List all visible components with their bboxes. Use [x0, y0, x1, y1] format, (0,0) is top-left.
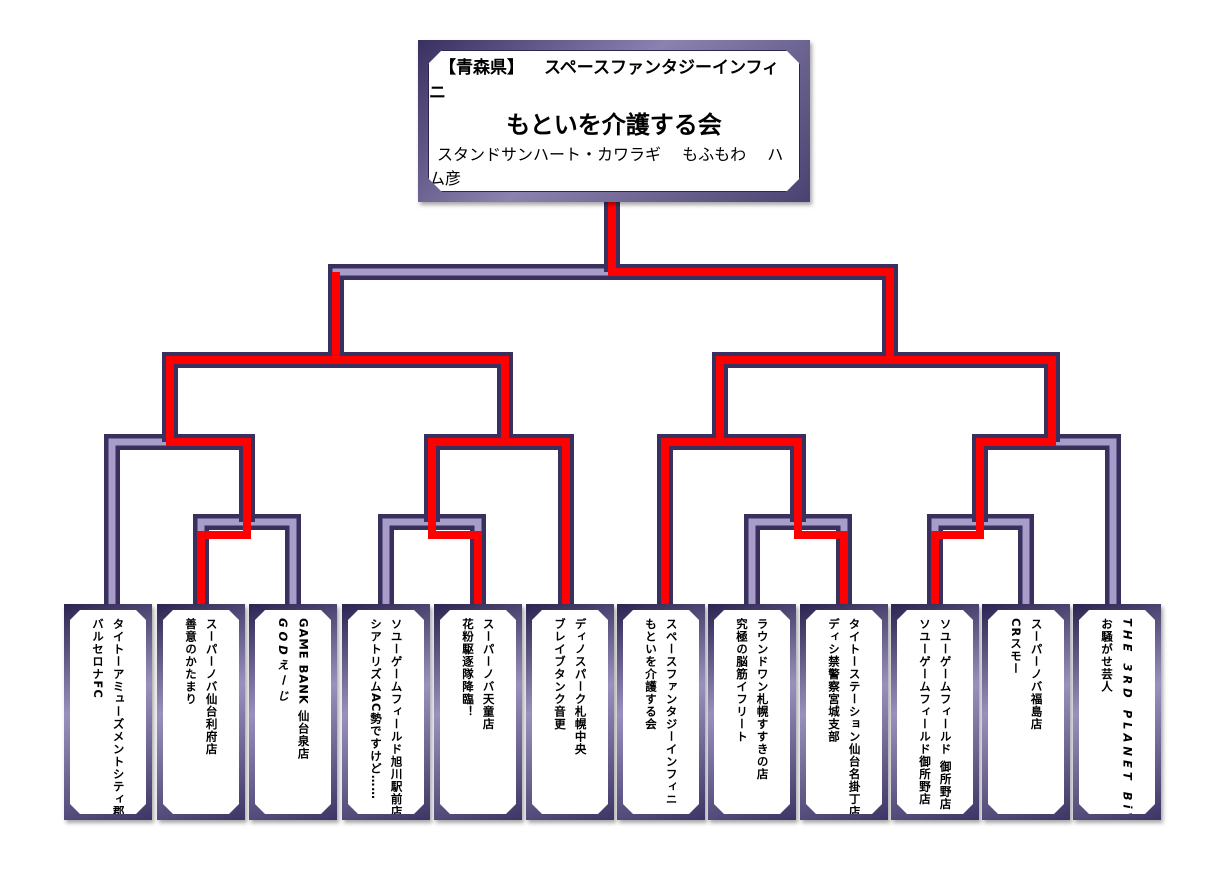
- bracket-line-highlight: [716, 356, 1056, 442]
- entry-team: シアトリズムAC勢ですけど……: [369, 618, 383, 800]
- bracket-line-outline: [162, 352, 513, 442]
- entry-card: ソユーゲームフィールド旭川駅前店 シアトリズムAC勢ですけど……: [342, 604, 430, 820]
- champion-prefecture: 【青森県】: [439, 57, 524, 78]
- entry-store: スーパーノバ仙台利府店: [204, 618, 219, 756]
- champion-member: もふもわ: [682, 145, 747, 165]
- champion-store: スペースファンタジーインフィニ: [429, 57, 780, 103]
- entry-store: タイトーアミューズメントシティ郡山: [111, 618, 126, 831]
- entry-card: スーパーノバ天童店 花粉駆逐隊降臨！: [434, 604, 522, 820]
- bracket-line-highlight: [166, 356, 509, 442]
- champion-member: スタンドサンハート・カワラギ: [437, 145, 662, 165]
- entry-card: タイトーステーション仙台名掛丁店 ディシ禁警察宮城支部: [800, 604, 888, 820]
- entry-team: CRスモー: [1009, 618, 1023, 675]
- entry-card: THE 3RD PLANET BiVi 仙台店 お騒がせ芸人: [1073, 604, 1161, 820]
- entry-card: ソユーゲームフィールド 御所野店 ソユーゲームフィールド御所野店: [891, 604, 979, 820]
- entry-card: タイトーアミューズメントシティ郡山 バルセロナFC: [64, 604, 152, 820]
- entry-team: 花粉駆逐隊降臨！: [461, 618, 475, 718]
- champion-box: 【青森県】スペースファンタジーインフィニ もといを介護する会 スタンドサンハート…: [418, 40, 810, 202]
- bracket-line-outline: [712, 352, 1060, 442]
- entry-store: ラウンドワン札幌すすきの店: [755, 618, 770, 781]
- entry-team: もといを介護する会: [644, 618, 658, 731]
- entry-store: GAME BANK 仙台泉店: [296, 618, 311, 760]
- entry-store: タイトーステーション仙台名掛丁店: [847, 618, 862, 818]
- entry-team: GODえーじ: [276, 618, 290, 706]
- winner-path: [336, 356, 509, 446]
- entry-card: スーパーノバ仙台利府店 善意のかたまり: [157, 604, 245, 820]
- entry-card: スペースファンタジーインフィニ もといを介護する会: [617, 604, 705, 820]
- entry-store: スペースファンタジーインフィニ: [664, 618, 679, 806]
- champion-store-line: 【青森県】スペースファンタジーインフィニ: [429, 53, 799, 103]
- winner-path: [166, 272, 340, 604]
- winner-path: [720, 438, 848, 604]
- entry-team: 善意のかたまり: [184, 618, 198, 706]
- entry-store: ソユーゲームフィールド旭川駅前店: [389, 618, 404, 818]
- entry-team: ブレイブタンク音更: [553, 618, 567, 731]
- entry-card: スーパーノバ福島店 CRスモー: [982, 604, 1070, 820]
- winner-path: [608, 202, 894, 604]
- entry-team: ディシ禁警察宮城支部: [827, 618, 841, 743]
- entry-card: GAME BANK 仙台泉店 GODえーじ: [249, 604, 337, 820]
- entry-card: ラウンドワン札幌すすきの店 究極の脳筋イフリート: [708, 604, 796, 820]
- bracket-lines: [104, 202, 1121, 604]
- bracket-line-outline: [328, 264, 898, 360]
- entry-team: お騒がせ芸人: [1100, 618, 1114, 693]
- entry-card: ディノスパーク札幌中央 ブレイブタンク音更: [526, 604, 614, 820]
- winner-path: [890, 356, 1056, 604]
- entry-store: スーパーノバ天童店: [481, 618, 496, 731]
- entry-team: ソユーゲームフィールド御所野店: [918, 618, 932, 806]
- entry-store: ソユーゲームフィールド 御所野店: [938, 618, 953, 811]
- bracket-line-highlight: [332, 268, 894, 360]
- entry-store: スーパーノバ福島店: [1029, 618, 1044, 731]
- entry-store: THE 3RD PLANET BiVi 仙台店: [1120, 618, 1135, 888]
- champion-team: もといを介護する会: [506, 110, 722, 139]
- entry-team: 究極の脳筋イフリート: [735, 618, 749, 743]
- champion-members: スタンドサンハート・カワラギ もふもわ ハム彦: [429, 141, 799, 189]
- entry-store: ディノスパーク札幌中央: [573, 618, 588, 756]
- champion-member: ハム彦: [429, 145, 784, 189]
- entry-team: バルセロナFC: [91, 618, 105, 699]
- winner-path: [428, 438, 570, 604]
